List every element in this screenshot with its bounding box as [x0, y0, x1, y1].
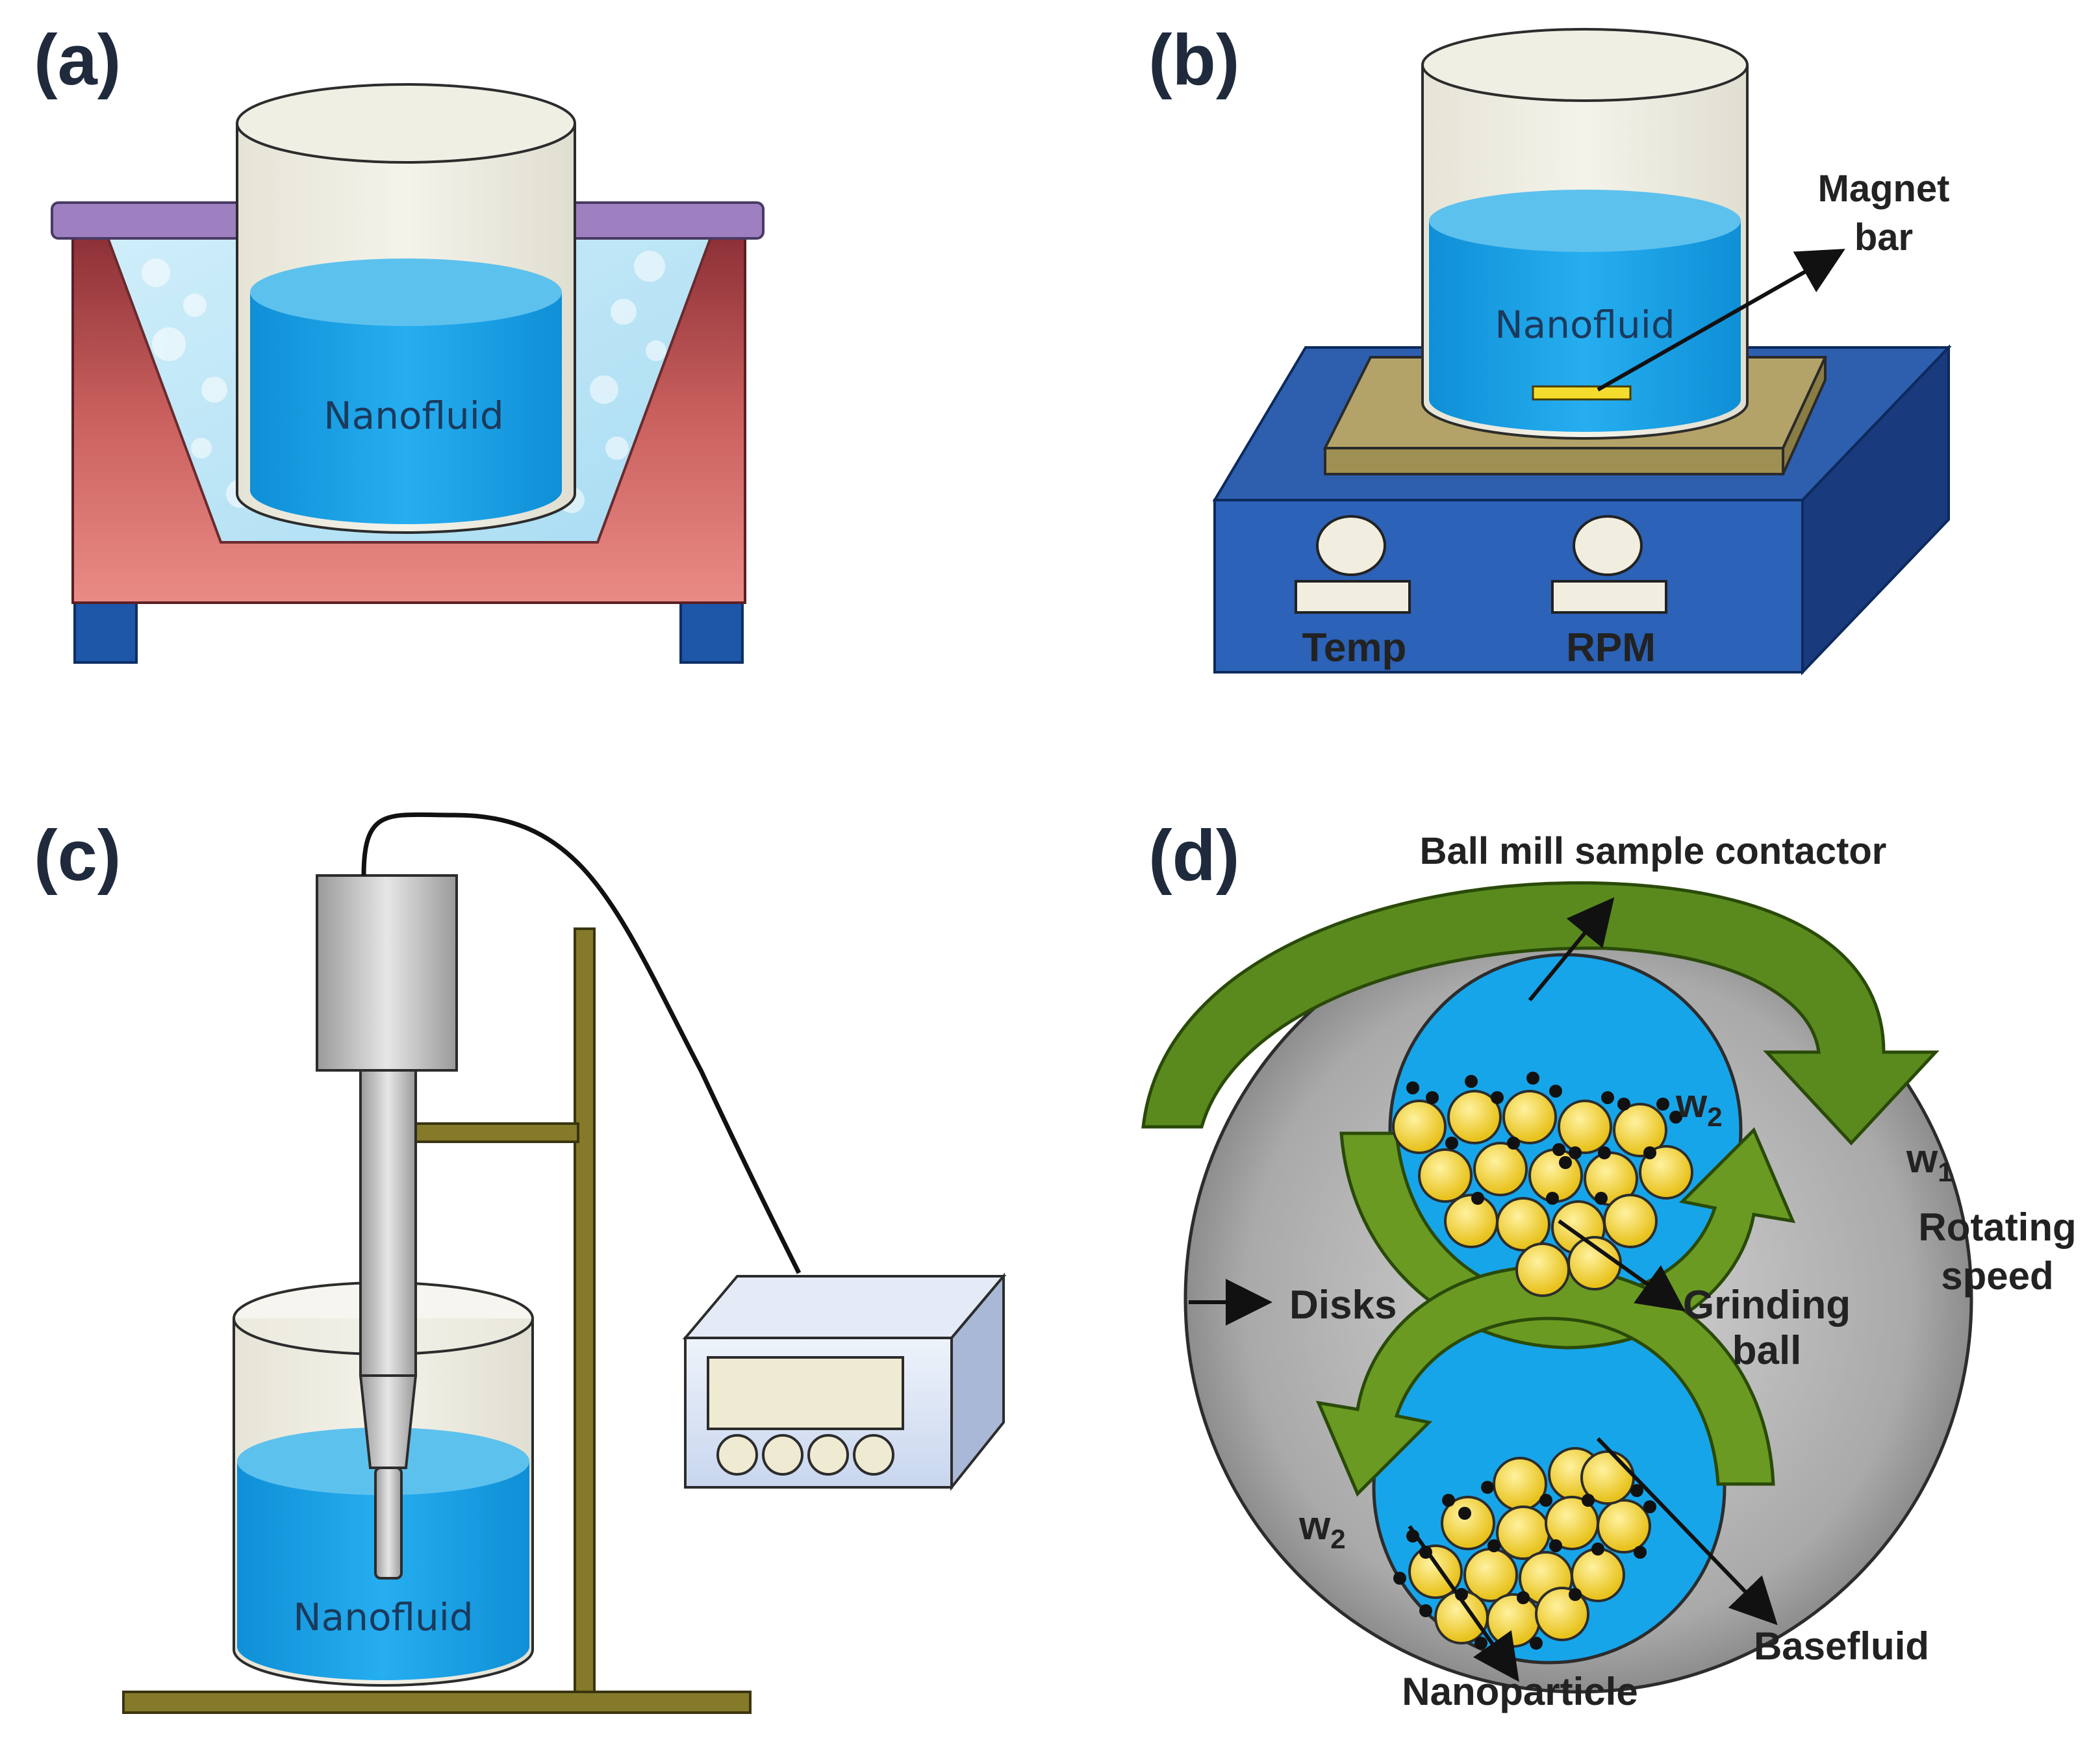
w2-lower-label: w2 — [1298, 1504, 1346, 1554]
rotating-speed-label-line2: speed — [1941, 1254, 2053, 1298]
bath-leg-left — [73, 596, 138, 664]
hot-plate-front — [1324, 447, 1784, 475]
magnet-label-line2: bar — [1854, 216, 1913, 258]
disks-label: Disks — [1289, 1283, 1397, 1328]
temp-label: Temp — [1302, 625, 1407, 670]
beaker-b-fluid-surface — [1429, 190, 1741, 252]
sonicator-cable — [361, 812, 802, 1274]
controller-screen — [707, 1356, 904, 1430]
stand-base — [122, 1691, 752, 1714]
temp-knob — [1316, 515, 1386, 576]
nanoparticle-label: Nanoparticle — [1402, 1670, 1638, 1713]
panel-a-fluid-label: Nanofluid — [323, 394, 503, 438]
beaker-b-fluid — [1429, 221, 1741, 432]
magnet-label-line1: Magnet — [1818, 168, 1950, 210]
controller-button-4 — [853, 1434, 894, 1476]
sonicator-converter — [316, 874, 458, 1072]
controller-top — [682, 1275, 1007, 1339]
contactor-label: Ball mill sample contactor — [1420, 830, 1887, 872]
stand-pole — [574, 927, 596, 1693]
panel-c-fluid-label: Nanofluid — [293, 1595, 473, 1639]
temp-display — [1295, 580, 1411, 614]
panel-d: (d) Ball mill sample contactor — [1141, 816, 2077, 1713]
panel-b: (b) Nanofluid Magnet bar Temp RPM — [1148, 20, 1952, 675]
panel-b-label: (b) — [1148, 20, 1239, 100]
sonicator-horn — [359, 1069, 417, 1377]
nanoparticles-upper — [1406, 1072, 1682, 1205]
controller-button-1 — [716, 1434, 758, 1476]
panel-c: (c) Nanofluid — [34, 812, 1007, 1714]
panel-a-label: (a) — [34, 20, 121, 100]
controller-button-3 — [807, 1434, 849, 1476]
ice-bubbles — [142, 251, 666, 513]
grinding-ball-arrow — [1558, 1219, 1686, 1311]
magnet-bar — [1532, 385, 1632, 401]
beaker-b-rim — [1421, 28, 1749, 102]
beaker-a-fluid — [250, 292, 562, 524]
contactor-arrow — [1528, 897, 1615, 1001]
grinding-balls-upper — [1392, 1090, 1693, 1297]
grinding-balls-lower — [1408, 1447, 1651, 1648]
rpm-label: RPM — [1566, 625, 1656, 670]
magnet-arrow — [1597, 249, 1845, 392]
rpm-display — [1551, 580, 1667, 614]
w2-upper-label: w2 — [1675, 1081, 1723, 1132]
panel-c-label: (c) — [34, 816, 121, 896]
basefluid-arrow — [1596, 1437, 1778, 1626]
panel-a: (a) Nanofluid — [34, 20, 765, 664]
clamp-arm — [414, 1122, 579, 1143]
panel-d-label: (d) — [1148, 816, 1239, 896]
sonicator-taper — [359, 1374, 418, 1469]
rotation-arrow-w1 — [1141, 881, 1940, 1146]
basefluid-label: Basefluid — [1754, 1624, 1929, 1668]
sonicator-tip — [374, 1467, 403, 1580]
rpm-knob — [1573, 515, 1643, 576]
nanoparticle-arrow — [1408, 1525, 1519, 1682]
rotating-speed-label-line1: Rotating — [1918, 1205, 2076, 1249]
grinding-ball-label-line2: ball — [1732, 1328, 1802, 1373]
controller-button-2 — [762, 1434, 803, 1476]
panel-b-fluid-label: Nanofluid — [1495, 303, 1675, 347]
w1-label: w1 — [1906, 1137, 1953, 1187]
bath-leg-right — [679, 596, 744, 664]
beaker-a-rim — [236, 83, 576, 164]
grinding-ball-label-line1: Grinding — [1683, 1283, 1851, 1328]
nanoparticles-lower — [1393, 1481, 1656, 1650]
beaker-a-fluid-surface — [250, 258, 562, 326]
